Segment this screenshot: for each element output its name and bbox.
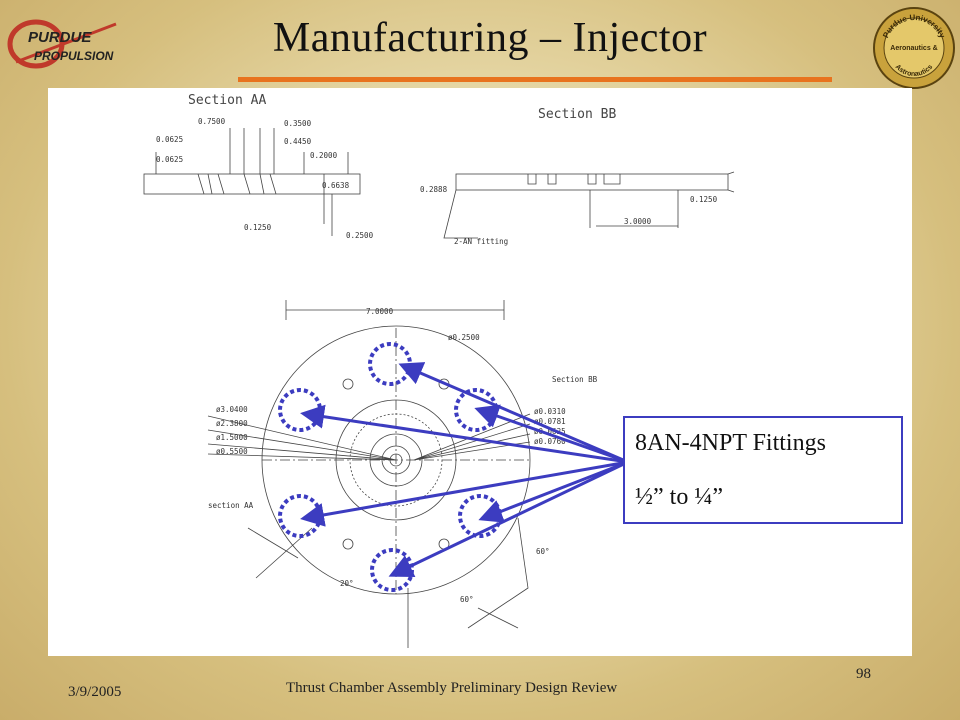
footer-title: Thrust Chamber Assembly Preliminary Desi… xyxy=(286,680,618,696)
aa-dim-7: 0.6638 xyxy=(322,181,350,190)
fitting-markers xyxy=(278,342,502,592)
right-dim-4: ø0.0760 xyxy=(534,437,566,446)
section-aa-label: Section AA xyxy=(188,93,266,108)
callout-line-1: 8AN-4NPT Fittings xyxy=(635,430,826,456)
hole-dia-dim: ø0.2500 xyxy=(448,333,480,342)
fitting-marker xyxy=(454,388,498,432)
logo-left-word2: PROPULSION xyxy=(34,49,114,63)
section-bb-label: Section BB xyxy=(538,107,616,122)
fitting-marker xyxy=(370,548,414,592)
fitting-marker xyxy=(368,342,412,386)
aa-dim-8: 0.1250 xyxy=(244,223,272,232)
fitting-marker xyxy=(278,388,322,432)
slide-title: Manufacturing – Injector xyxy=(272,15,708,61)
angle-3: 60° xyxy=(460,595,474,604)
angle-1: 60° xyxy=(536,547,550,556)
bb-dim-1: 0.2888 xyxy=(420,185,448,194)
page-number: 98 xyxy=(856,666,871,682)
right-dim-3: ø0.0625 xyxy=(534,427,566,436)
aa-dim-1: 0.7500 xyxy=(198,117,226,126)
title-underline xyxy=(238,77,832,82)
aa-dim-2: 0.3500 xyxy=(284,119,312,128)
purdue-aa-seal-logo: Purdue University Aeronautics & Astronau… xyxy=(873,7,955,89)
injector-drawing: Section AA 0.7500 0.3500 0.0625 0.4450 0… xyxy=(48,88,912,656)
section-bb-callout: Section BB xyxy=(552,375,598,384)
logo-left-word1: PURDUE xyxy=(28,29,92,46)
left-dim-1: ø3.0400 xyxy=(216,405,248,414)
section-aa-view xyxy=(143,128,361,236)
aa-dim-5: 0.0625 xyxy=(156,155,183,164)
left-dim-4: ø0.5500 xyxy=(216,447,248,456)
angle-2: 20° xyxy=(340,579,354,588)
overall-width-dim: 7.0000 xyxy=(366,307,394,316)
left-dim-2: ø2.3800 xyxy=(216,419,248,428)
aa-dim-6: 0.2000 xyxy=(310,151,338,160)
section-aa-callout: section AA xyxy=(208,501,254,510)
injector-plan-view xyxy=(207,300,531,648)
purdue-propulsion-logo: PURDUE PROPULSION xyxy=(7,19,117,69)
fitting-marker xyxy=(458,494,502,538)
footer-date: 3/9/2005 xyxy=(68,684,122,700)
logo-right-mid-text: Aeronautics & xyxy=(890,45,937,52)
aa-dim-9: 0.2500 xyxy=(346,231,374,240)
bb-dim-3: 3.0000 xyxy=(624,217,652,226)
right-dim-1: ø0.0310 xyxy=(534,407,566,416)
callout-line-2: ½” to ¼” xyxy=(635,484,723,510)
fitting-marker xyxy=(278,494,322,538)
bb-dim-2: 0.1250 xyxy=(690,195,718,204)
section-bb-view xyxy=(443,171,735,239)
aa-dim-4: 0.4450 xyxy=(284,137,312,146)
left-dim-3: ø1.5000 xyxy=(216,433,248,442)
right-dim-2: ø0.0781 xyxy=(534,417,566,426)
fitting-note: 2-AN fitting xyxy=(454,237,508,246)
fittings-callout-box: 8AN-4NPT Fittings ½” to ¼” xyxy=(623,416,903,524)
aa-dim-3: 0.0625 xyxy=(156,135,183,144)
